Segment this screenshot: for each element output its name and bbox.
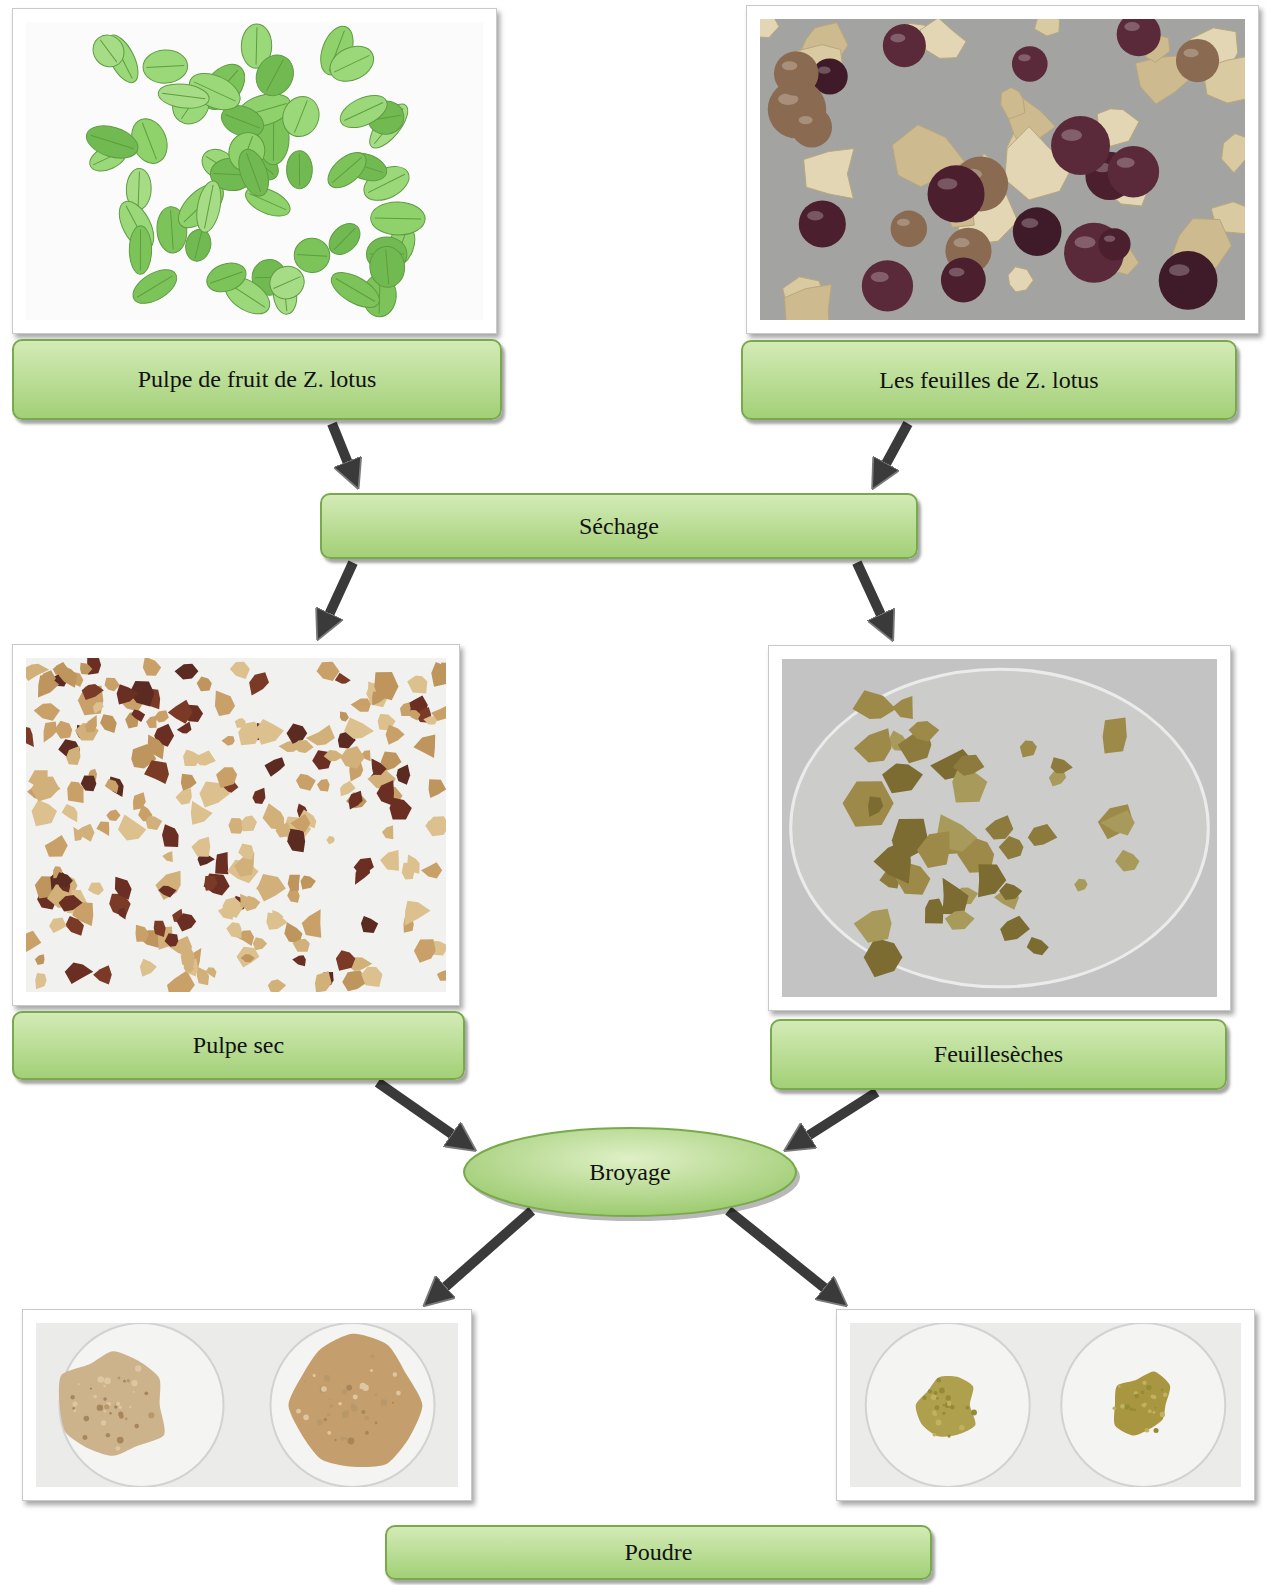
photo-illustration	[26, 658, 446, 992]
photo-frame	[13, 9, 497, 334]
flow-arrow	[884, 424, 908, 469]
flow-arrow	[378, 1082, 457, 1137]
node-label: Poudre	[625, 1538, 693, 1567]
photo-illustration	[760, 19, 1245, 320]
photo-illustration	[768, 645, 1231, 1011]
photo-illustration	[26, 22, 483, 320]
photo-illustration	[22, 1309, 472, 1501]
photo-illustration	[850, 1323, 1241, 1487]
node-label: Pulpe sec	[193, 1031, 284, 1060]
ellipse-label: Broyage	[461, 1125, 799, 1219]
node-label: Séchage	[579, 512, 659, 541]
flow-arrow	[332, 424, 350, 467]
node-label: Feuillesèches	[934, 1040, 1063, 1069]
node-label: Les feuilles de Z. lotus	[879, 366, 1098, 395]
process-box: Feuillesèches	[768, 645, 1231, 1090]
node-label: Broyage	[589, 1158, 670, 1187]
flow-arrow	[728, 1211, 828, 1292]
photo-svg	[746, 5, 1259, 334]
photo-frame	[747, 6, 1259, 334]
process-box: Pulpe de fruit de Z. lotus	[12, 8, 502, 420]
photo-illustration	[746, 5, 1259, 334]
flow-arrow	[441, 1211, 532, 1291]
label-box: Pulpe de fruit de Z. lotus	[12, 339, 502, 420]
label-box: Pulpe sec	[12, 1011, 465, 1080]
photo-illustration	[12, 644, 460, 1006]
photo-frame	[13, 645, 460, 1006]
photo-svg	[22, 1309, 472, 1501]
process-box: Les feuilles de Z. lotus	[741, 5, 1259, 420]
photo-illustration	[782, 659, 1217, 997]
flow-arrow	[804, 1092, 877, 1138]
photo-svg	[12, 8, 497, 334]
label-box: Feuillesèches	[770, 1019, 1227, 1090]
process-ellipse: Broyage	[461, 1125, 799, 1219]
photo-svg	[12, 644, 460, 1006]
photo-illustration	[36, 1323, 458, 1487]
label-box: Séchage	[320, 493, 918, 559]
label-box: Poudre	[385, 1525, 932, 1580]
photo-frame	[23, 1310, 472, 1501]
process-box: Pulpe sec	[12, 644, 465, 1080]
photo-frame	[769, 646, 1231, 1011]
flow-arrow	[857, 563, 883, 620]
process-box: Séchage	[320, 493, 918, 559]
photo-illustration	[836, 1309, 1255, 1501]
node-label: Pulpe de fruit de Z. lotus	[138, 365, 377, 394]
photo-illustration	[12, 8, 497, 334]
photo-svg	[836, 1309, 1255, 1501]
photo-svg	[768, 645, 1231, 1011]
process-box: Poudre	[22, 1309, 1255, 1580]
flow-arrow	[327, 563, 353, 619]
label-box: Les feuilles de Z. lotus	[741, 340, 1237, 420]
photo-frame	[837, 1310, 1255, 1501]
